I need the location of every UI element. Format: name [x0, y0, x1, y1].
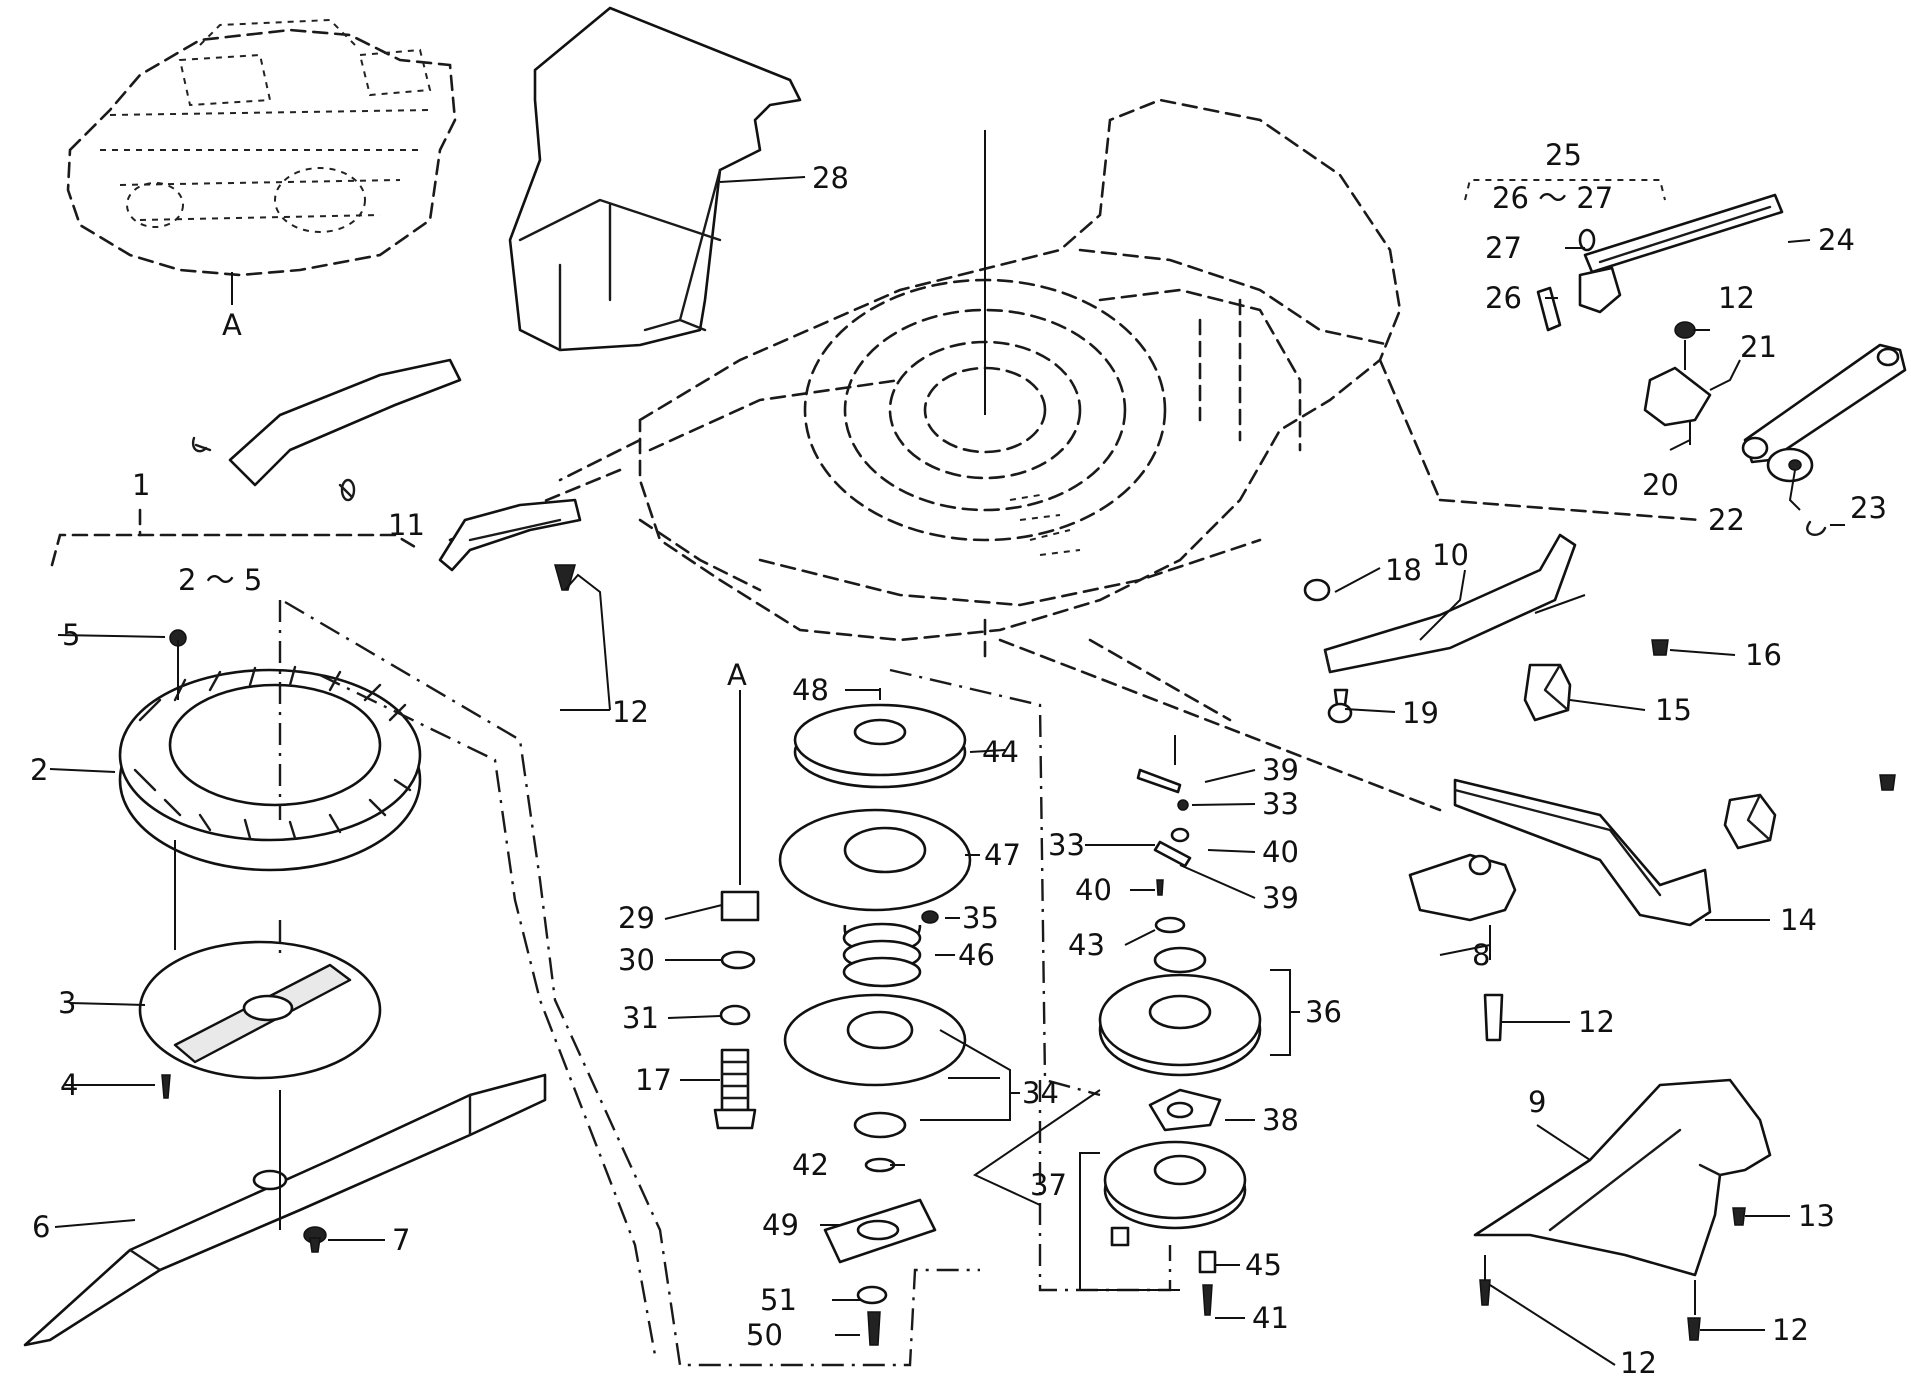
- label-2: 2: [30, 753, 48, 787]
- label-40-right: 40: [1262, 835, 1299, 869]
- label-29: 29: [618, 901, 655, 935]
- part-11-bracket: [438, 498, 582, 591]
- label-42: 42: [792, 1148, 829, 1182]
- label-4: 4: [60, 1068, 78, 1102]
- label-7: 7: [392, 1223, 410, 1257]
- label-17: 17: [635, 1063, 672, 1097]
- label-27: 27: [1485, 231, 1522, 265]
- label-50: 50: [746, 1318, 783, 1352]
- label-2-5: 2 ～ 5: [178, 563, 262, 597]
- label-39-bottom: 39: [1262, 881, 1299, 915]
- part-28-chute-cover: [508, 6, 806, 352]
- parts-24-27: [1536, 193, 1784, 332]
- label-44: 44: [982, 735, 1019, 769]
- parts-29-31-17: [713, 690, 760, 1130]
- part-2-fan: [118, 665, 422, 872]
- label-8: 8: [1472, 938, 1490, 972]
- label-10: 10: [1432, 538, 1469, 572]
- label-16: 16: [1745, 638, 1782, 672]
- label-21: 21: [1740, 330, 1777, 364]
- label-28: 28: [812, 161, 849, 195]
- label-9: 9: [1528, 1085, 1546, 1119]
- label-31: 31: [622, 1001, 659, 1035]
- label-19: 19: [1402, 696, 1439, 730]
- label-36: 36: [1305, 995, 1342, 1029]
- parts-14-15-16-8: [1408, 639, 1896, 1042]
- parts-12-21-20-22-23: [1643, 321, 1907, 536]
- small-fasteners-left: [161, 629, 327, 1253]
- label-30: 30: [618, 943, 655, 977]
- label-35: 35: [962, 901, 999, 935]
- label-26-27: 26 ～ 27: [1492, 181, 1613, 215]
- label-23: 23: [1850, 491, 1887, 525]
- label-15: 15: [1655, 693, 1692, 727]
- label-13: 13: [1798, 1199, 1835, 1233]
- label-12-top-right: 12: [1718, 281, 1755, 315]
- label-41: 41: [1252, 1301, 1289, 1335]
- label-40-left: 40: [1075, 873, 1112, 907]
- label-33-left: 33: [1048, 828, 1085, 862]
- label-3: 3: [58, 986, 76, 1020]
- label-18: 18: [1385, 553, 1422, 587]
- mower-deck: [448, 98, 1702, 812]
- leader-lines: [49, 239, 1845, 1366]
- label-12-mid-right: 12: [1578, 1005, 1615, 1039]
- label-A-engine: A: [222, 308, 242, 342]
- label-12-bottom-right: 12: [1772, 1313, 1809, 1347]
- label-45: 45: [1245, 1248, 1282, 1282]
- label-49: 49: [762, 1208, 799, 1242]
- label-A-ref: A: [727, 658, 747, 692]
- label-38: 38: [1262, 1103, 1299, 1137]
- label-39-top: 39: [1262, 753, 1299, 787]
- label-26: 26: [1485, 281, 1522, 315]
- label-46: 46: [958, 938, 995, 972]
- label-25: 25: [1545, 138, 1582, 172]
- parts-39-40-33: [1136, 735, 1192, 934]
- engine-assembly: [66, 18, 457, 305]
- part-rear-flap-left: [191, 358, 462, 502]
- parts-36-38-37: [1079, 946, 1300, 1316]
- label-11: 11: [388, 508, 425, 542]
- part-9-deflector: [1473, 1078, 1772, 1341]
- label-14: 14: [1780, 903, 1817, 937]
- label-12-bottom: 12: [1620, 1346, 1657, 1376]
- label-24: 24: [1818, 223, 1855, 257]
- label-6: 6: [32, 1210, 50, 1244]
- label-47: 47: [984, 838, 1021, 872]
- label-51: 51: [760, 1283, 797, 1317]
- label-37: 37: [1030, 1168, 1067, 1202]
- part-3-blade-adapter: [138, 940, 382, 1080]
- label-20: 20: [1642, 468, 1679, 502]
- label-48: 48: [792, 673, 829, 707]
- label-1: 1: [132, 468, 150, 502]
- label-22: 22: [1708, 503, 1745, 537]
- label-43: 43: [1068, 928, 1105, 962]
- label-5: 5: [62, 618, 80, 652]
- label-34: 34: [1022, 1076, 1059, 1110]
- label-12-left: 12: [612, 695, 649, 729]
- part-6-blade: [23, 1073, 547, 1347]
- label-33-right: 33: [1262, 787, 1299, 821]
- parts-44-47-46-34: [778, 688, 972, 1346]
- callout-labels: A 1 2 ～ 5 5 2 3 4 6 7 11 12 28 A 48 44 4…: [30, 138, 1887, 1376]
